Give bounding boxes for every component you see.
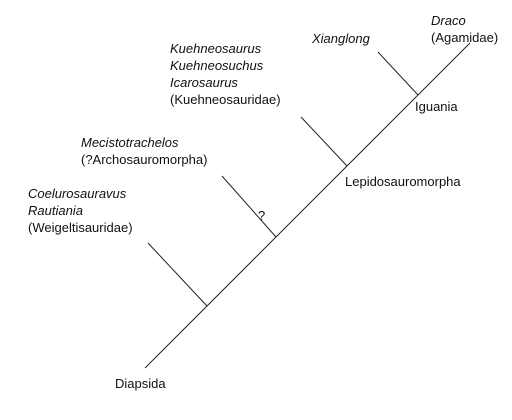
label-xianglong: Xianglong	[312, 31, 370, 46]
branch-kuehneosauridae	[300, 116, 348, 167]
label-kuehneosuchus: Kuehneosuchus	[170, 58, 264, 73]
label-lepidosauromorpha: Lepidosauromorpha	[345, 174, 461, 189]
label-icarosaurus: Icarosaurus	[170, 75, 238, 90]
label-mecistotrachelos: Mecistotrachelos	[81, 135, 179, 150]
label-kuehneosauridae: (Kuehneosauridae)	[170, 92, 281, 107]
label-draco: Draco	[431, 13, 466, 28]
branch-weigeltisauridae	[147, 242, 208, 307]
label-weigeltisauridae: (Weigeltisauridae)	[28, 220, 133, 235]
label-coelurosauravus: Coelurosauravus	[28, 186, 127, 201]
branch-xianglong	[377, 51, 419, 96]
label-archosauromorpha: (?Archosauromorpha)	[81, 152, 208, 167]
label-iguania: Iguania	[415, 99, 458, 114]
label-diapsida: Diapsida	[115, 376, 166, 391]
label-rautiania: Rautiania	[28, 203, 83, 218]
branch-mecistotrachelos	[221, 175, 277, 238]
label-uncertain-placement: ?	[258, 208, 266, 223]
label-kuehneosaurus: Kuehneosaurus	[170, 41, 262, 56]
label-agamidae: (Agamidae)	[431, 30, 499, 45]
main-stem	[144, 42, 471, 369]
